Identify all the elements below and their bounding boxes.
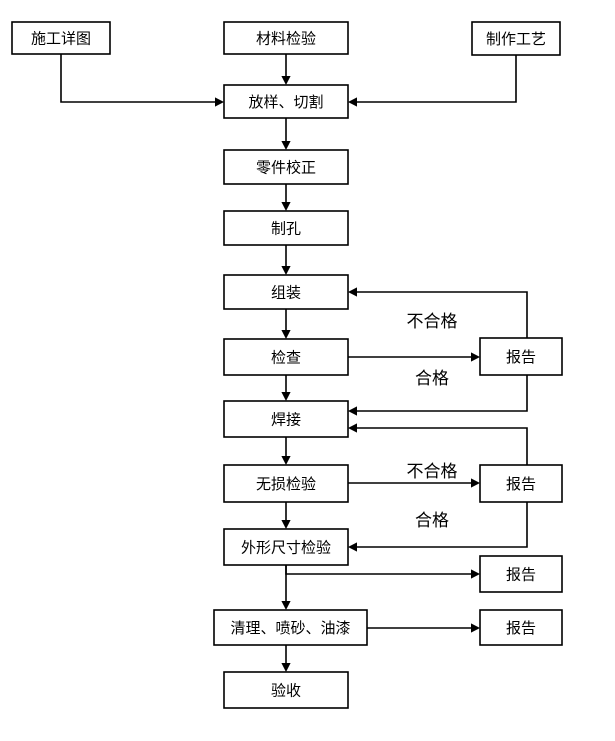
arrowhead-n10-to-r2 — [471, 478, 480, 488]
connector-n11-to-r3 — [285, 565, 472, 575]
node-label-r1: 报告 — [506, 348, 536, 366]
node-label-n10: 无损检验 — [256, 475, 316, 493]
node-box-n3 — [471, 21, 561, 56]
node-box-r1 — [479, 337, 563, 376]
node-box-n7 — [223, 274, 349, 310]
arrowhead-n4-to-n5 — [281, 141, 291, 150]
arrowhead-n10-to-n11 — [281, 520, 291, 529]
flow-node-n5[interactable]: 零件校正 — [223, 149, 349, 185]
node-label-n5: 零件校正 — [256, 159, 316, 177]
flow-node-n12[interactable]: 清理、喷砂、油漆 — [213, 609, 368, 646]
arrowhead-n5-to-n6 — [281, 202, 291, 211]
flow-node-n2[interactable]: 材料检验 — [223, 21, 349, 55]
arrowhead-n9-to-n10 — [281, 456, 291, 465]
node-box-n9 — [223, 400, 349, 438]
arrowhead-n8-to-n9 — [281, 392, 291, 401]
node-box-n13 — [223, 671, 349, 709]
edge-label-e3: 不合格 — [407, 462, 458, 482]
flow-node-n11[interactable]: 外形尺寸检验 — [223, 528, 349, 566]
edge-label-e2: 合格 — [415, 369, 449, 389]
node-label-n9: 焊接 — [271, 411, 301, 429]
edge-label-e4: 合格 — [415, 511, 449, 531]
edge-label-e1: 不合格 — [407, 312, 458, 332]
arrowhead-n1-to-n4 — [215, 97, 224, 107]
flow-node-n8[interactable]: 检查 — [223, 338, 349, 376]
node-box-r3 — [479, 555, 563, 593]
flow-node-n1[interactable]: 施工详图 — [11, 21, 111, 55]
flow-node-n13[interactable]: 验收 — [223, 671, 349, 709]
node-box-r4 — [479, 609, 563, 646]
node-label-n2: 材料检验 — [256, 30, 316, 48]
arrowhead-n2-to-n4 — [281, 76, 291, 85]
arrowhead-r2-to-n9 — [348, 423, 357, 433]
node-box-n12 — [213, 609, 368, 646]
node-layer: 施工详图 材料检验 制作工艺放样、切割零件校正制孔组装检查焊接无损检验外形尺寸检验清… — [11, 21, 563, 709]
node-box-r2 — [479, 464, 563, 503]
node-box-n2 — [223, 21, 349, 55]
node-label-n7: 组装 — [271, 284, 301, 302]
connector-r2-to-n11 — [356, 502, 528, 548]
flow-node-n9[interactable]: 焊接 — [223, 400, 349, 438]
arrowhead-layer — [215, 76, 480, 672]
arrowhead-n12-to-r4 — [471, 623, 480, 633]
arrowhead-n11-to-r3 — [471, 569, 480, 579]
arrowhead-r1-to-n9 — [348, 406, 357, 416]
arrowhead-n7-to-n8 — [281, 330, 291, 339]
flow-node-n6[interactable]: 制孔 — [223, 210, 349, 246]
node-label-r2: 报告 — [506, 475, 536, 493]
flow-node-n4[interactable]: 放样、切割 — [223, 84, 349, 119]
connector-layer — [60, 54, 528, 664]
node-label-n1: 施工详图 — [31, 30, 91, 48]
flow-node-n10[interactable]: 无损检验 — [223, 464, 349, 503]
flow-node-r3[interactable]: 报告 — [479, 555, 563, 593]
flow-node-n3[interactable]: 制作工艺 — [471, 21, 561, 56]
connector-n1-to-n4 — [60, 54, 216, 103]
arrowhead-n11-to-n12 — [281, 601, 291, 610]
connector-r1-to-n7 — [356, 291, 528, 338]
arrowhead-n8-to-r1 — [471, 352, 480, 362]
arrowhead-n12-to-n13 — [281, 663, 291, 672]
node-box-n1 — [11, 21, 111, 55]
node-box-n10 — [223, 464, 349, 503]
node-box-n8 — [223, 338, 349, 376]
flow-node-n7[interactable]: 组装 — [223, 274, 349, 310]
connector-r2-to-n9 — [356, 427, 528, 465]
flow-node-r1[interactable]: 报告 — [479, 337, 563, 376]
arrowhead-r2-to-n11 — [348, 542, 357, 552]
flow-node-r4[interactable]: 报告 — [479, 609, 563, 646]
node-label-n6: 制孔 — [271, 220, 301, 238]
node-label-n4: 放样、切割 — [248, 93, 323, 111]
node-box-n4 — [223, 84, 349, 119]
node-label-n3: 制作工艺 — [486, 30, 546, 48]
connector-r1-to-n9 — [356, 375, 528, 412]
connector-n3-to-n4 — [356, 55, 517, 103]
node-label-r3: 报告 — [506, 566, 536, 584]
arrowhead-n3-to-n4 — [348, 97, 357, 107]
node-label-n11: 外形尺寸检验 — [241, 539, 331, 557]
node-box-n11 — [223, 528, 349, 566]
flow-node-r2[interactable]: 报告 — [479, 464, 563, 503]
node-label-n13: 验收 — [271, 682, 301, 700]
arrowhead-r1-to-n7 — [348, 287, 357, 297]
node-label-r4: 报告 — [506, 619, 536, 637]
node-label-n12: 清理、喷砂、油漆 — [230, 619, 350, 637]
node-label-n8: 检查 — [271, 349, 301, 367]
node-box-n5 — [223, 149, 349, 185]
arrowhead-n6-to-n7 — [281, 266, 291, 275]
node-box-n6 — [223, 210, 349, 246]
